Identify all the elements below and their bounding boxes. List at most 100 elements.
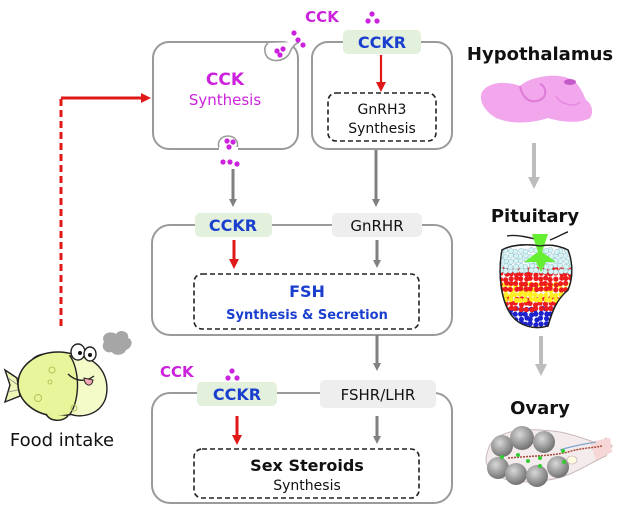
pituitary-cell-dot — [562, 317, 568, 323]
pituitary-cell-dot — [518, 248, 524, 254]
pituitary-cell-dot — [538, 293, 544, 299]
pituitary-gland-icon — [499, 231, 573, 329]
pituitary-cell-dot — [562, 301, 568, 307]
gnrhr-receptor — [332, 213, 422, 237]
gnrhr-label: GnRHR — [350, 217, 403, 235]
pituitary-cell-dot — [567, 297, 572, 303]
cck-dot — [365, 18, 371, 24]
pituitary-cell-dot — [547, 276, 553, 283]
pituitary-cell-dot — [529, 282, 535, 288]
hypothalamus-label: Hypothalamus — [467, 44, 613, 65]
pituitary-cell-dot — [539, 281, 545, 287]
pituitary-cell-dot — [503, 320, 509, 326]
pituitary-cell-dot — [538, 310, 544, 316]
pituitary-cell-dot — [552, 315, 558, 322]
cck-title: CCK — [206, 70, 245, 90]
pituitary-cell-dot — [508, 293, 514, 299]
pituitary-cell-dot — [503, 292, 509, 298]
pituitary-cell-dot — [557, 305, 564, 311]
pituitary-cell-dot — [518, 316, 525, 323]
pituitary-cell-dot — [537, 297, 543, 303]
pituitary-cell-dot — [553, 282, 559, 288]
cckr-label-top: CCKR — [358, 33, 406, 52]
pituitary-cell-dot — [518, 276, 524, 282]
pituitary-cell-dot — [542, 301, 549, 307]
pituitary-cell-dot — [522, 292, 528, 298]
pituitary-cell-dot — [563, 263, 569, 270]
pituitary-cell-dot — [502, 286, 509, 292]
pituitary-cell-dot — [507, 286, 513, 293]
pituitary-cell-dot — [513, 280, 519, 287]
pituitary-cell-dot — [500, 321, 504, 327]
pituitary-cell-dot — [552, 269, 559, 275]
pituitary-cell-dot — [543, 248, 549, 254]
pituitary-cell-dot — [568, 301, 572, 307]
cckr-receptor-top — [343, 30, 421, 54]
pituitary-cell-dot — [558, 311, 564, 317]
pituitary-cell-dot — [524, 276, 530, 282]
fsh-label: FSH — [289, 282, 325, 301]
pituitary-cell-dot — [518, 281, 525, 287]
pituitary-cell-dot — [562, 311, 568, 318]
pituitary-cell-dot — [558, 268, 565, 275]
pituitary-cell-dot — [557, 281, 564, 287]
pituitary-cell-dot — [529, 312, 535, 318]
pituitary-cell-dot — [552, 320, 558, 326]
pituitary-cell-dot — [558, 315, 565, 321]
pituitary-cell-dot — [513, 297, 520, 303]
pituitary-cell-dot — [563, 258, 570, 265]
pituitary-cell-dot — [569, 307, 572, 313]
pituitary-cell-dot — [518, 306, 524, 313]
pituitary-cell-dot — [544, 311, 550, 317]
pituitary-cell-dot — [513, 263, 519, 270]
pituitary-cell-dot — [528, 296, 535, 302]
pituitary-cell-dot — [532, 292, 538, 298]
fsh-synthesis-secretion-label: Synthesis & Secretion — [226, 308, 388, 323]
pituitary-cell-dot — [522, 297, 528, 303]
pituitary-cell-dot — [553, 276, 559, 282]
pituitary-cell-dot — [518, 263, 524, 269]
pituitary-cell-dot — [532, 302, 539, 308]
pituitary-cell-dot — [568, 312, 572, 318]
pituitary-cell-dot — [553, 287, 559, 293]
gnrh3-label: GnRH3 — [358, 102, 407, 118]
pituitary-cell-dot — [559, 305, 565, 311]
pituitary-cell-dot — [547, 285, 553, 291]
pituitary-cell-dot — [538, 276, 544, 282]
pituitary-cell-dot — [500, 301, 504, 308]
cck-dot — [234, 375, 240, 381]
pituitary-cell-dot — [503, 263, 509, 269]
fish-icon — [3, 331, 132, 421]
pituitary-cell-dot — [563, 280, 569, 286]
pituitary-cell-dot — [543, 275, 549, 281]
cck-dot — [225, 375, 231, 381]
pituitary-cell-dot — [543, 292, 549, 298]
pituitary-cell-dot — [508, 305, 515, 311]
ovary-cell-border — [151, 392, 453, 504]
pituitary-cell-dot — [502, 268, 509, 274]
pituitary-cell-dot — [514, 286, 520, 292]
pituitary-cell-dot — [548, 305, 554, 312]
pituitary-cell-dot — [538, 321, 544, 327]
pituitary-cell-dot — [543, 306, 550, 312]
pituitary-cell-dot — [549, 292, 555, 298]
pituitary-cell-dot — [500, 262, 503, 269]
pituitary-cell-dot — [567, 306, 572, 312]
pituitary-cell-dot — [563, 306, 569, 312]
pituitary-cell-dot — [500, 298, 504, 304]
pituitary-cell-dot — [533, 311, 539, 317]
cckr-receptor-middle — [195, 213, 272, 237]
pituitary-cell-dot — [554, 249, 560, 255]
ovary-icon — [485, 426, 613, 487]
pituitary-cell-dot — [508, 248, 514, 254]
pituitary-cell-border — [151, 224, 453, 336]
pituitary-cell-dot — [524, 271, 530, 278]
pituitary-cell-dot — [569, 317, 572, 323]
pituitary-cell-dot — [518, 302, 525, 308]
pituitary-cell-dot — [522, 281, 529, 287]
pituitary-cell-dot — [517, 297, 524, 304]
cckr-label-middle: CCKR — [209, 216, 257, 235]
pituitary-stalk — [524, 234, 556, 272]
cckr-label-bottom: CCKR — [213, 385, 261, 404]
